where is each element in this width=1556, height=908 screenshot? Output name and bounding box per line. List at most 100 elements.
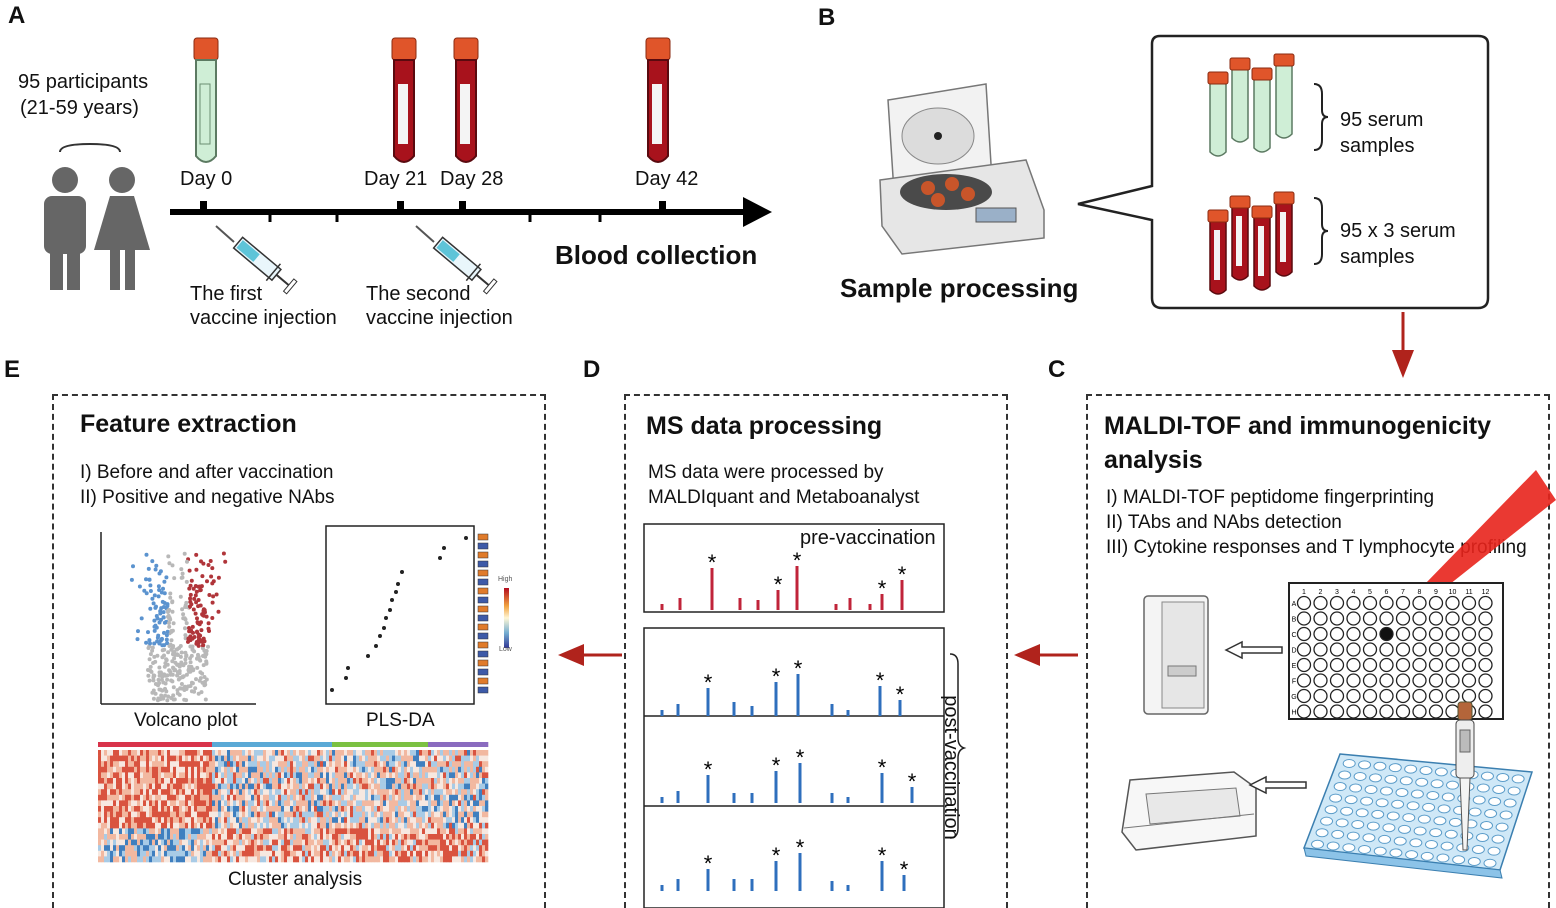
volcano-point (136, 629, 140, 634)
heatmap-cell (119, 856, 123, 863)
heatmap-cell (329, 839, 333, 846)
heatmap-cell (170, 822, 174, 829)
heatmap-cell (122, 856, 126, 863)
heatmap-cell (263, 834, 267, 840)
heatmap-cell (281, 811, 285, 818)
volcano-point (184, 621, 189, 626)
elisa-well (1415, 777, 1429, 787)
heatmap-cell (125, 778, 129, 784)
heatmap-cell (278, 789, 282, 796)
brace-group1 (1313, 83, 1329, 151)
plate-well (1461, 626, 1477, 642)
heatmap-cell (182, 834, 186, 840)
heatmap-cell (398, 834, 402, 840)
heatmap-cell (434, 766, 438, 773)
volcano-point (206, 563, 211, 567)
volcano-point (161, 586, 165, 591)
heatmap-cell (149, 755, 153, 762)
heatmap-cell (404, 750, 408, 756)
heatmap-cell (320, 817, 324, 824)
heatmap-group-bar (416, 742, 420, 747)
heatmap-cell (188, 783, 192, 790)
heatmap-cell (323, 839, 327, 846)
heatmap-cell (416, 811, 420, 818)
heatmap-cell (230, 839, 234, 846)
heatmap-cell (308, 789, 312, 796)
heatmap-cell (362, 772, 366, 779)
heatmap-cell (431, 850, 435, 857)
heatmap-cell (401, 755, 405, 762)
heatmap-cell (428, 766, 432, 773)
heatmap-group-bar (434, 742, 438, 747)
heatmap-cell (308, 766, 312, 773)
heatmap-cell (368, 789, 372, 796)
heatmap-cell (287, 828, 291, 835)
heatmap-cell (185, 834, 189, 840)
heatmap-cell (107, 856, 111, 863)
heatmap-cell (398, 811, 402, 818)
volcano-point (204, 649, 209, 653)
heatmap-cell (413, 772, 417, 779)
heatmap-cell (224, 856, 228, 863)
heatmap-cell (179, 789, 183, 796)
heatmap-cell (356, 822, 360, 829)
heatmap-cell (353, 772, 357, 779)
heatmap-cell (371, 839, 375, 846)
heatmap-cell (413, 850, 417, 857)
heatmap-cell (458, 828, 462, 835)
heatmap-cell (440, 750, 444, 756)
heatmap-cell (179, 778, 183, 784)
volcano-point (189, 578, 194, 583)
heatmap-cell (407, 850, 411, 857)
heatmap-cell (305, 783, 309, 790)
heatmap-cell (341, 839, 345, 846)
heatmap-cell (260, 800, 264, 807)
heatmap-cell (215, 839, 219, 846)
plate-well (1428, 642, 1444, 657)
heatmap-cell (191, 800, 195, 807)
heatmap-cell (365, 806, 369, 812)
heatmap-cell (398, 856, 402, 863)
heatmap-cell (416, 845, 420, 852)
heatmap-cell (323, 811, 327, 818)
heatmap-cell (449, 755, 453, 762)
heatmap-cell (182, 755, 186, 762)
volcano-point (170, 609, 175, 614)
heatmap-cell (404, 856, 408, 863)
heatmap-cell (149, 778, 153, 784)
heatmap-cell (188, 828, 192, 835)
heatmap-cell (113, 811, 117, 818)
heatmap-cell (338, 755, 342, 762)
heatmap-group-bar (485, 742, 489, 747)
heatmap-cell (230, 822, 234, 829)
panel-d-desc-line1: MS data were processed by (648, 462, 884, 483)
volcano-point (175, 688, 180, 693)
heatmap-group-bar (185, 742, 189, 747)
heatmap-cell (413, 794, 417, 801)
heatmap-cell (443, 817, 447, 824)
heatmap-cell (431, 834, 435, 840)
heatmap-cell (356, 783, 360, 790)
heatmap-cell (416, 817, 420, 824)
heatmap-cell (458, 783, 462, 790)
heatmap-cell (296, 794, 300, 801)
heatmap-group-bar (128, 742, 132, 747)
heatmap-cell (449, 800, 453, 807)
heatmap-cell (107, 845, 111, 852)
heatmap-cell (305, 755, 309, 762)
heatmap-cell (122, 750, 126, 756)
heatmap-cell (359, 783, 363, 790)
pre-vaccination-frame (643, 523, 945, 613)
heatmap-cell (239, 750, 243, 756)
heatmap-cell (197, 850, 201, 857)
heatmap-cell (272, 811, 276, 818)
heatmap-cell (200, 822, 204, 829)
heatmap-cell (314, 856, 318, 863)
heatmap-cell (275, 755, 279, 762)
heatmap-cell (440, 783, 444, 790)
heatmap-cell (449, 845, 453, 852)
heatmap-cell (215, 789, 219, 796)
heatmap-cell (191, 811, 195, 818)
heatmap-cell (398, 750, 402, 756)
